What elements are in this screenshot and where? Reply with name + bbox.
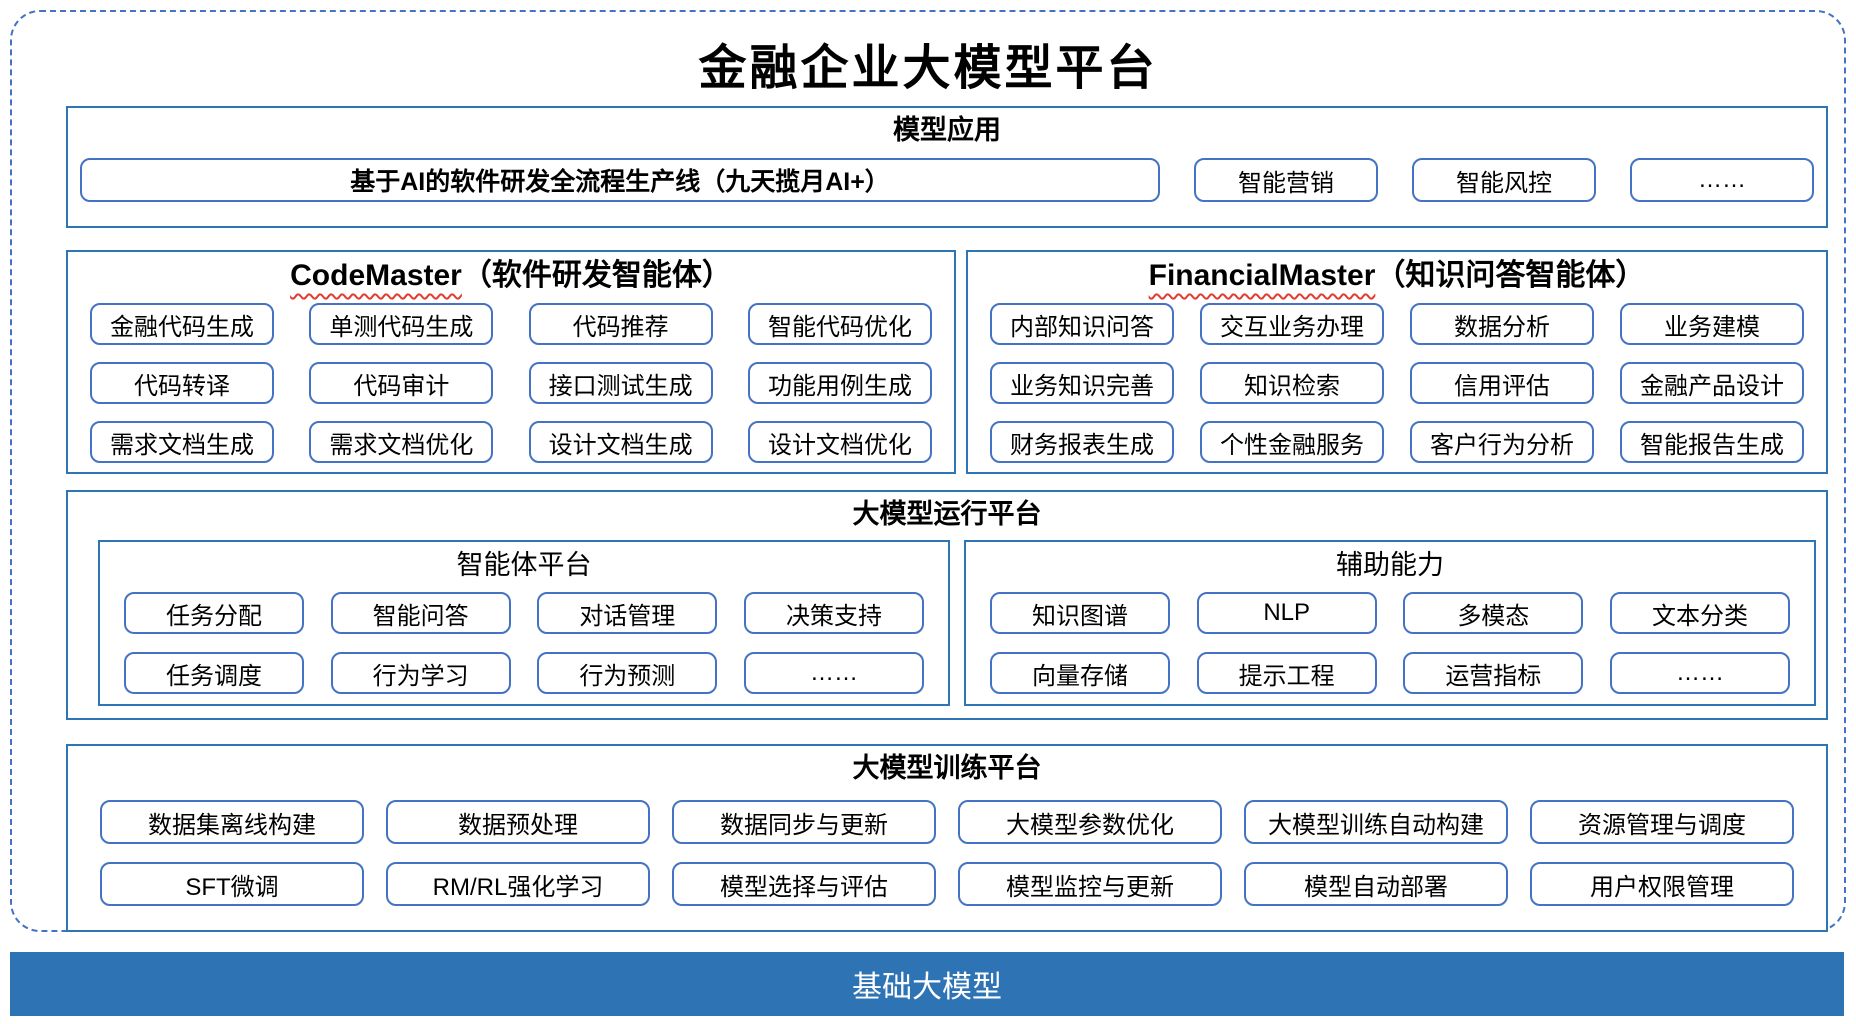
page-title: 金融企业大模型平台 xyxy=(698,40,1158,96)
capability-box: 知识检索 xyxy=(1200,362,1384,404)
section-header-train-platform: 大模型训练平台 xyxy=(852,753,1042,783)
financialmaster-grid: 内部知识问答 交互业务办理 数据分析 业务建模 业务知识完善 知识检索 信用评估… xyxy=(968,298,1826,463)
capability-box: 大模型参数优化 xyxy=(958,800,1222,844)
capability-box: 资源管理与调度 xyxy=(1530,800,1794,844)
codemaster-subtitle: （软件研发智能体） xyxy=(461,259,732,292)
capability-box: 数据分析 xyxy=(1410,303,1594,345)
model-applications-row: 基于AI的软件研发全流程生产线（九天揽月AI+） 智能营销 智能风控 …… xyxy=(68,158,1826,202)
section-header-codemaster: CodeMaster（软件研发智能体） xyxy=(68,254,954,298)
capability-box: 对话管理 xyxy=(537,592,718,634)
codemaster-grid: 金融代码生成 单测代码生成 代码推荐 智能代码优化 代码转译 代码审计 接口测试… xyxy=(68,298,954,463)
capability-box-ai-pipeline: 基于AI的软件研发全流程生产线（九天揽月AI+） xyxy=(80,158,1160,202)
capability-box: 智能问答 xyxy=(330,592,511,634)
capability-box-smart-risk-control: 智能风控 xyxy=(1412,158,1596,202)
section-header-financialmaster: FinancialMaster（知识问答智能体） xyxy=(968,254,1826,298)
capability-box: SFT微调 xyxy=(100,862,364,906)
capability-box: 大模型训练自动构建 xyxy=(1244,800,1508,844)
capability-box: 内部知识问答 xyxy=(990,303,1174,345)
capability-box: 数据同步与更新 xyxy=(672,800,936,844)
panel-train-platform: 大模型训练平台 数据集离线构建 数据预处理 数据同步与更新 大模型参数优化 大模… xyxy=(66,744,1828,932)
financialmaster-subtitle: （知识问答智能体） xyxy=(1375,259,1646,292)
train-platform-grid: 数据集离线构建 数据预处理 数据同步与更新 大模型参数优化 大模型训练自动构建 … xyxy=(68,788,1826,906)
capability-box: 任务调度 xyxy=(124,652,304,694)
capability-box: 业务建模 xyxy=(1620,303,1804,345)
capability-box-ellipsis: …… xyxy=(1630,158,1814,202)
capability-box: 单测代码生成 xyxy=(309,303,494,345)
subsection-header-aux-ability: 辅助能力 xyxy=(1336,550,1444,580)
capability-box: 数据集离线构建 xyxy=(100,800,364,844)
capability-box: 设计文档生成 xyxy=(528,421,713,463)
capability-box: 用户权限管理 xyxy=(1530,862,1794,906)
capability-box: 信用评估 xyxy=(1410,362,1594,404)
capability-box: 向量存储 xyxy=(990,652,1170,694)
agent-platform-grid: 任务分配 智能问答 对话管理 决策支持 任务调度 行为学习 行为预测 …… xyxy=(100,586,948,694)
capability-box-ellipsis: …… xyxy=(743,652,924,694)
subsection-header-agent-platform: 智能体平台 xyxy=(456,550,592,580)
capability-box: 模型选择与评估 xyxy=(672,862,936,906)
capability-box: 行为预测 xyxy=(537,652,718,694)
capability-box: 交互业务办理 xyxy=(1200,303,1384,345)
codemaster-name: CodeMaster xyxy=(290,259,462,292)
capability-box: 运营指标 xyxy=(1403,652,1584,694)
financialmaster-name: FinancialMaster xyxy=(1148,259,1376,292)
capability-box: 智能代码优化 xyxy=(747,303,932,345)
capability-box: 数据预处理 xyxy=(386,800,650,844)
capability-box: 代码推荐 xyxy=(528,303,713,345)
capability-box: 金融代码生成 xyxy=(90,303,274,345)
capability-box: 需求文档生成 xyxy=(90,421,274,463)
section-header-run-platform: 大模型运行平台 xyxy=(852,499,1042,529)
capability-box: 文本分类 xyxy=(1609,592,1790,634)
capability-box: 智能报告生成 xyxy=(1620,421,1804,463)
panel-codemaster: CodeMaster（软件研发智能体） 金融代码生成 单测代码生成 代码推荐 智… xyxy=(66,250,956,474)
run-platform-subpanels: 智能体平台 任务分配 智能问答 对话管理 决策支持 任务调度 行为学习 行为预测… xyxy=(68,534,1826,706)
base-model-bar: 基础大模型 xyxy=(10,952,1844,1016)
panel-run-platform: 大模型运行平台 智能体平台 任务分配 智能问答 对话管理 决策支持 任务调度 行… xyxy=(66,490,1828,720)
subpanel-aux-ability: 辅助能力 知识图谱 NLP 多模态 文本分类 向量存储 提示工程 运营指标 …… xyxy=(964,540,1816,706)
subpanel-agent-platform: 智能体平台 任务分配 智能问答 对话管理 决策支持 任务调度 行为学习 行为预测… xyxy=(98,540,950,706)
capability-box: RM/RL强化学习 xyxy=(386,862,650,906)
capability-box-ellipsis: …… xyxy=(1609,652,1790,694)
capability-box: 知识图谱 xyxy=(990,592,1170,634)
capability-box: 个性金融服务 xyxy=(1200,421,1384,463)
capability-box-smart-marketing: 智能营销 xyxy=(1194,158,1378,202)
capability-box: 模型自动部署 xyxy=(1244,862,1508,906)
capability-box: 财务报表生成 xyxy=(990,421,1174,463)
capability-box: NLP xyxy=(1196,592,1377,634)
capability-box: 决策支持 xyxy=(743,592,924,634)
base-model-label: 基础大模型 xyxy=(852,971,1002,1004)
capability-box: 代码转译 xyxy=(90,362,274,404)
panel-model-applications: 模型应用 基于AI的软件研发全流程生产线（九天揽月AI+） 智能营销 智能风控 … xyxy=(66,106,1828,228)
capability-box: 多模态 xyxy=(1403,592,1584,634)
capability-box: 接口测试生成 xyxy=(528,362,713,404)
capability-box: 提示工程 xyxy=(1196,652,1377,694)
capability-box: 设计文档优化 xyxy=(747,421,932,463)
capability-box: 金融产品设计 xyxy=(1620,362,1804,404)
capability-box: 功能用例生成 xyxy=(747,362,932,404)
panel-financialmaster: FinancialMaster（知识问答智能体） 内部知识问答 交互业务办理 数… xyxy=(966,250,1828,474)
capability-box: 代码审计 xyxy=(309,362,494,404)
capability-box: 客户行为分析 xyxy=(1410,421,1594,463)
capability-box: 业务知识完善 xyxy=(990,362,1174,404)
section-header-model-applications: 模型应用 xyxy=(893,115,1001,145)
capability-box: 行为学习 xyxy=(330,652,511,694)
capability-box: 任务分配 xyxy=(124,592,304,634)
aux-ability-grid: 知识图谱 NLP 多模态 文本分类 向量存储 提示工程 运营指标 …… xyxy=(966,586,1814,694)
capability-box: 模型监控与更新 xyxy=(958,862,1222,906)
capability-box: 需求文档优化 xyxy=(309,421,494,463)
